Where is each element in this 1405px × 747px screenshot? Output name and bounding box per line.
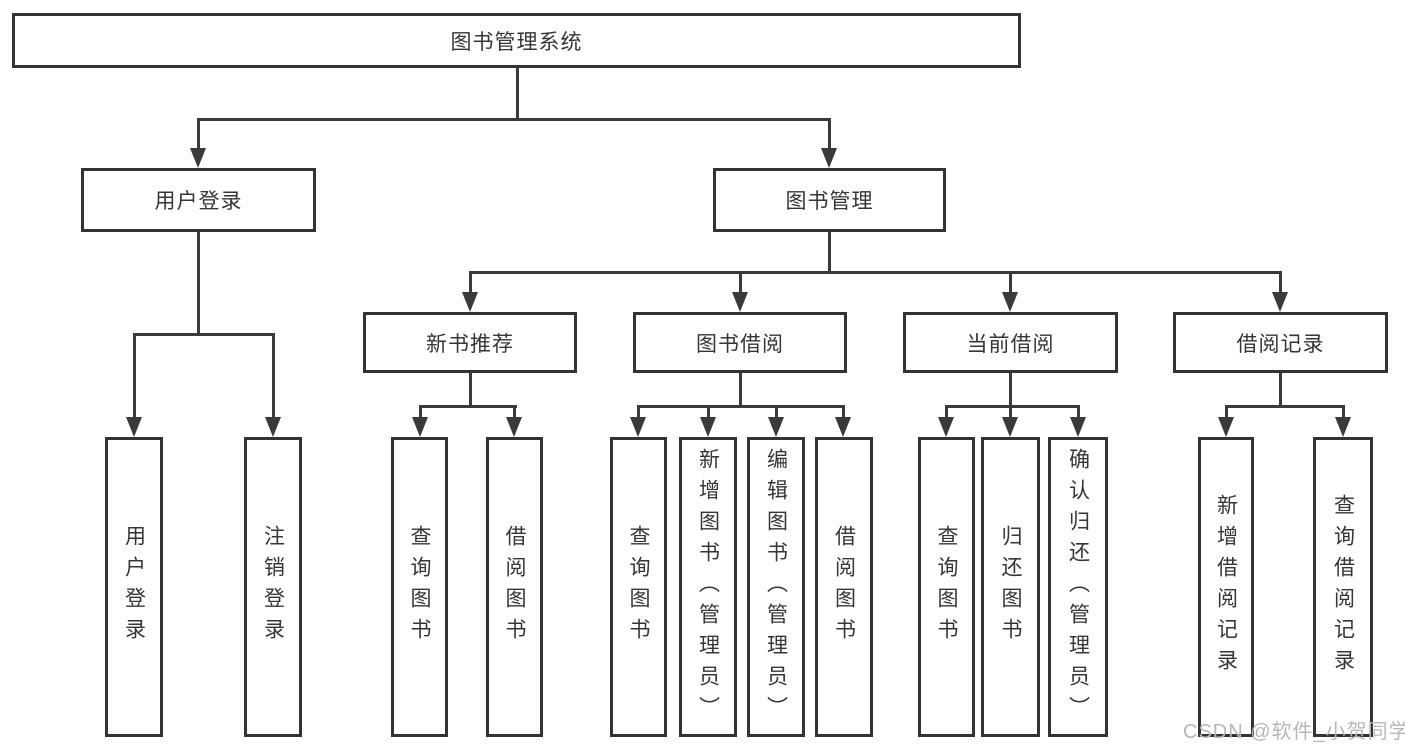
leaf-label: 查询图书 (935, 525, 958, 649)
node-user-login: 用户登录 (81, 168, 316, 232)
connector-user-login-distributor (133, 333, 274, 336)
arrowhead-down-icon (821, 148, 837, 168)
leaf-add-borrow-record: 新增借阅记录 (1198, 437, 1254, 737)
node-book-borrow: 图书借阅 (633, 312, 847, 373)
node-label: 用户登录 (154, 190, 243, 213)
leaf-user-login: 用户登录 (105, 437, 163, 737)
connector-book-management-distributor (469, 271, 1282, 274)
connector-root-stem (516, 68, 519, 120)
arrowhead-down-icon (1070, 417, 1086, 437)
connector-new-book-stem (469, 373, 472, 408)
connector-to-leaf (1225, 405, 1228, 418)
connector-to-leaf (1077, 405, 1080, 418)
arrowhead-down-icon (700, 417, 716, 437)
leaf-label: 用户登录 (122, 525, 146, 649)
leaf-label: 归还图书 (999, 525, 1022, 649)
node-borrow-records: 借阅记录 (1173, 312, 1388, 373)
connector-to-book-management (828, 118, 831, 150)
connector-borrow-record-distributor (1225, 405, 1345, 408)
connector-current-borrow-distributor (945, 405, 1080, 408)
arrowhead-down-icon (126, 417, 142, 437)
leaf-label: 查询图书 (627, 525, 650, 649)
connector-to-leaf (1342, 405, 1345, 418)
connector-root-distributor (197, 118, 831, 121)
arrowhead-down-icon (506, 417, 522, 437)
connector-to-leaf (945, 405, 948, 418)
connector-to-leaf (775, 405, 778, 418)
arrowhead-down-icon (190, 148, 206, 168)
connector-to-new-book (469, 271, 472, 293)
connector-book-borrow-distributor (637, 405, 845, 408)
arrowhead-down-icon (1218, 417, 1234, 437)
connector-to-leaf (842, 405, 845, 418)
connector-current-borrow-stem (1009, 373, 1012, 408)
node-current-borrow: 当前借阅 (903, 312, 1118, 373)
leaf-query-borrow-record: 查询借阅记录 (1313, 437, 1373, 737)
leaf-label: 编辑图书（管理员） (764, 447, 788, 727)
connector-to-leaf (419, 405, 422, 418)
arrowhead-down-icon (1272, 292, 1288, 312)
arrowhead-down-icon (732, 292, 748, 312)
arrowhead-down-icon (1002, 292, 1018, 312)
connector-borrow-record-stem (1279, 373, 1282, 408)
arrowhead-down-icon (938, 417, 954, 437)
connector-book-borrow-stem (739, 373, 742, 408)
leaf-label: 查询图书 (408, 525, 431, 649)
connector-to-leaf (707, 405, 710, 418)
connector-new-book-distributor (419, 405, 517, 408)
csdn-watermark: CSDN @软件_小贺同学 (1183, 721, 1405, 743)
connector-user-login-stem (197, 232, 200, 336)
leaf-label: 借阅图书 (503, 525, 526, 649)
connector-to-user-login (197, 118, 200, 150)
arrowhead-down-icon (630, 417, 646, 437)
leaf-return-book: 归还图书 (981, 437, 1040, 737)
leaf-label: 注销登录 (261, 525, 285, 649)
arrowhead-down-icon (1002, 417, 1018, 437)
node-new-book-recommend: 新书推荐 (363, 312, 577, 373)
node-label: 图书借阅 (696, 332, 784, 356)
node-label: 当前借阅 (966, 332, 1055, 356)
connector-to-leaf (637, 405, 640, 418)
connector-to-borrow-record (1279, 271, 1282, 293)
node-label: 新书推荐 (426, 332, 514, 356)
arrowhead-down-icon (265, 417, 281, 437)
leaf-query-books-borrow: 查询图书 (610, 437, 667, 737)
arrowhead-down-icon (462, 292, 478, 312)
connector-to-current-borrow (1009, 271, 1012, 293)
leaf-confirm-return-admin: 确认归还（管理员） (1048, 437, 1108, 737)
node-label: 图书管理 (785, 190, 874, 213)
leaf-label: 借阅图书 (832, 525, 856, 649)
connector-book-management-stem (828, 232, 831, 274)
node-label: 借阅记录 (1236, 332, 1325, 356)
arrowhead-down-icon (1335, 417, 1351, 437)
connector-to-leaf (513, 405, 516, 418)
leaf-borrow-books-borrow: 借阅图书 (815, 437, 873, 737)
arrowhead-down-icon (768, 417, 784, 437)
leaf-edit-book-admin: 编辑图书（管理员） (747, 437, 805, 737)
leaf-borrow-books-newbook: 借阅图书 (486, 437, 543, 737)
leaf-add-book-admin: 新增图书（管理员） (679, 437, 737, 737)
arrowhead-down-icon (412, 417, 428, 437)
leaf-label: 新增借阅记录 (1214, 494, 1238, 680)
connector-to-leaf (1009, 405, 1012, 418)
leaf-logout: 注销登录 (244, 437, 302, 737)
node-library-management-system: 图书管理系统 (12, 13, 1021, 68)
connector-to-leaf-logout (272, 333, 275, 417)
connector-to-leaf-user-login (133, 333, 136, 417)
leaf-label: 确认归还（管理员） (1066, 447, 1090, 727)
leaf-label: 新增图书（管理员） (696, 447, 720, 727)
arrowhead-down-icon (835, 417, 851, 437)
connector-to-book-borrow (739, 271, 742, 293)
leaf-label: 查询借阅记录 (1331, 494, 1355, 680)
leaf-query-books-newbook: 查询图书 (391, 437, 448, 737)
node-label: 图书管理系统 (450, 30, 583, 54)
leaf-query-books-current: 查询图书 (918, 437, 975, 737)
node-book-management: 图书管理 (713, 168, 946, 232)
